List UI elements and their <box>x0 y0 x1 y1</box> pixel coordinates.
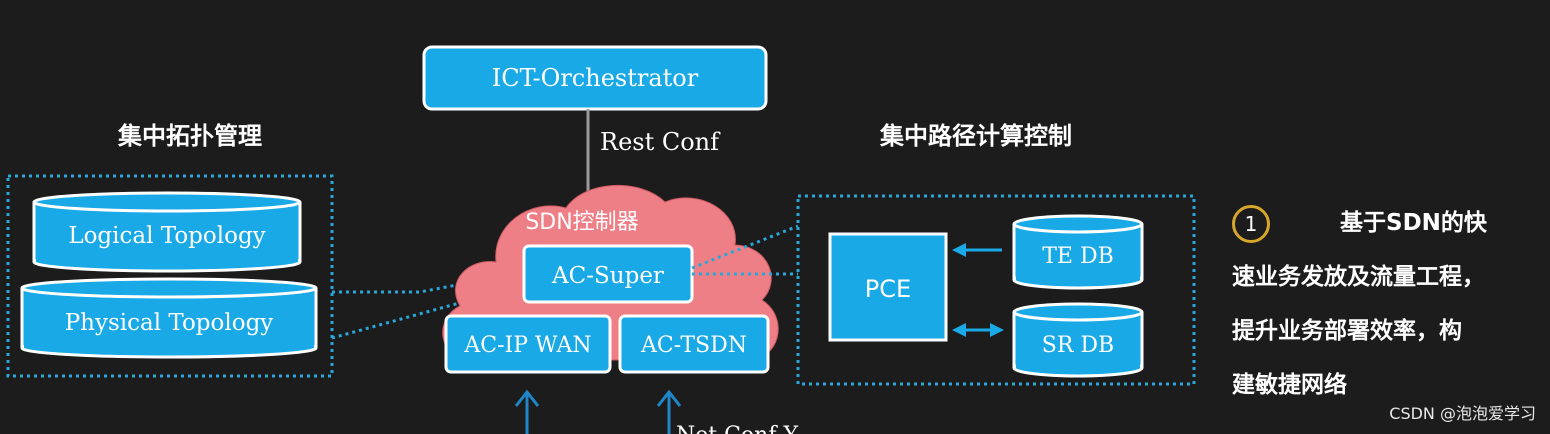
topology-connector-lower <box>331 283 526 340</box>
left-section-title: 集中拓扑管理 <box>117 122 262 150</box>
logical-topology-db: Logical Topology <box>32 191 302 273</box>
ac-tsdn-node: AC-TSDN <box>618 314 770 374</box>
te-db-arrow <box>952 243 1002 257</box>
southbound-arrow-left <box>514 389 540 434</box>
te-db: TE DB <box>1012 214 1144 290</box>
interface-label: Rest Conf <box>600 128 721 156</box>
sr-db-arrow <box>952 323 1004 337</box>
sr-db: SR DB <box>1012 302 1144 378</box>
ac-super-node: AC-Super <box>522 244 694 304</box>
southbound-arrow-right <box>656 389 682 434</box>
right-section-title: 集中路径计算控制 <box>879 122 1072 150</box>
ac-tsdn-label: AC-TSDN <box>640 333 747 358</box>
logical-topology-label: Logical Topology <box>68 223 265 249</box>
bottom-partial-label: Net Conf Y <box>676 423 798 434</box>
ac-super-label: AC-Super <box>551 263 664 289</box>
physical-topology-label: Physical Topology <box>65 310 274 336</box>
description-line-3: 提升业务部署效率，构 <box>1232 318 1462 344</box>
pce-connector-upper <box>691 224 799 270</box>
topology-frame <box>6 174 334 378</box>
step-number-badge: 1 <box>1232 204 1270 243</box>
physical-topology-db: Physical Topology <box>20 277 318 359</box>
path-compute-frame <box>796 194 1196 386</box>
watermark: CSDN @泡泡爱学习 <box>1389 404 1536 423</box>
description-block: 1 基于SDN的快 速业务发放及流量工程， 提升业务部署效率，构 建敏捷网络 <box>1232 196 1532 412</box>
orchestrator-node: ICT-Orchestrator <box>422 45 768 111</box>
orchestrator-label: ICT-Orchestrator <box>492 64 699 92</box>
description-line-1-text: 基于SDN的快 <box>1340 210 1487 236</box>
te-db-label: TE DB <box>1042 244 1114 269</box>
sdn-controller-title: SDN控制器 <box>525 210 638 235</box>
description-line-2: 速业务发放及流量工程， <box>1232 264 1485 290</box>
description-line-1: 1 基于SDN的快 <box>1232 196 1532 250</box>
ac-ip-wan-label: AC-IP WAN <box>463 333 591 358</box>
sr-db-label: SR DB <box>1042 333 1114 358</box>
pce-node: PCE <box>828 232 948 342</box>
ac-ip-wan-node: AC-IP WAN <box>444 314 612 374</box>
description-line-4: 建敏捷网络 <box>1232 372 1347 398</box>
pce-label: PCE <box>865 275 911 303</box>
topology-connector-upper <box>332 270 526 294</box>
